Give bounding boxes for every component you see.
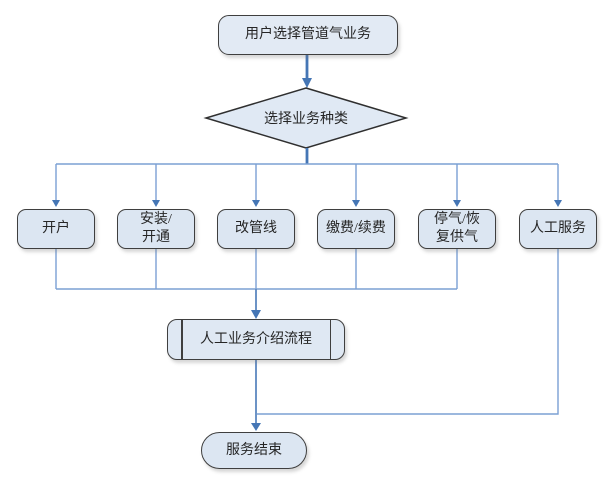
branch-node-manual-service: 人工服务 <box>519 209 597 249</box>
branch-node-label: 停气/恢 复供气 <box>434 212 480 245</box>
start-node: 用户选择管道气业务 <box>218 15 398 55</box>
end-node: 服务结束 <box>201 432 307 469</box>
branch-node-open-account: 开户 <box>17 209 95 249</box>
process-node-label: 人工业务介绍流程 <box>200 331 312 347</box>
arrowhead-branch-5 <box>453 200 461 207</box>
branch-node-label: 改管线 <box>235 221 277 236</box>
arrowhead-branch-6 <box>554 200 562 207</box>
arrowhead-end <box>251 423 261 431</box>
arrowhead-branch-1 <box>52 200 60 207</box>
decision-node-label: 选择业务种类 <box>264 112 348 127</box>
process-node-right-bar <box>329 320 331 359</box>
arrowhead-decision <box>302 78 312 88</box>
end-node-label: 服务结束 <box>226 442 282 458</box>
arrowhead-branch-3 <box>252 200 260 207</box>
arrowhead-process <box>251 310 261 319</box>
branch-node-label: 安装/ 开通 <box>140 212 172 245</box>
arrowhead-branch-4 <box>352 200 360 207</box>
branch-node-install-activate: 安装/ 开通 <box>117 209 195 249</box>
branch-node-change-pipeline: 改管线 <box>217 209 295 249</box>
process-node-left-bar <box>181 320 183 359</box>
connector-manual-service-bypass <box>257 248 559 415</box>
branch-node-label: 缴费/续费 <box>326 221 386 236</box>
branch-node-label: 开户 <box>42 221 70 236</box>
branch-node-stop-restore-gas: 停气/恢 复供气 <box>418 209 496 249</box>
decision-node: 选择业务种类 <box>231 106 381 130</box>
branch-node-payment-renewal: 缴费/续费 <box>317 209 395 249</box>
branch-node-label: 人工服务 <box>530 221 586 236</box>
arrowhead-branch-2 <box>152 200 160 207</box>
start-node-label: 用户选择管道气业务 <box>245 27 371 42</box>
process-node: 人工业务介绍流程 <box>167 319 345 360</box>
